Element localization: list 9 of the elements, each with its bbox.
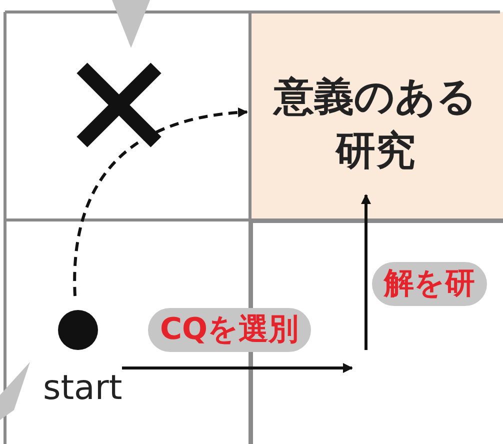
edge-label: 解を研 [372, 262, 487, 306]
arrow [122, 363, 353, 373]
arrow [73, 108, 248, 296]
highlighted-cell [250, 12, 503, 220]
start-label: start [43, 368, 122, 408]
cell-title: 意義のある研究 [272, 73, 478, 176]
start-dot [58, 310, 98, 350]
edge-label: CQを選別 [148, 308, 311, 352]
arrow [361, 194, 371, 350]
